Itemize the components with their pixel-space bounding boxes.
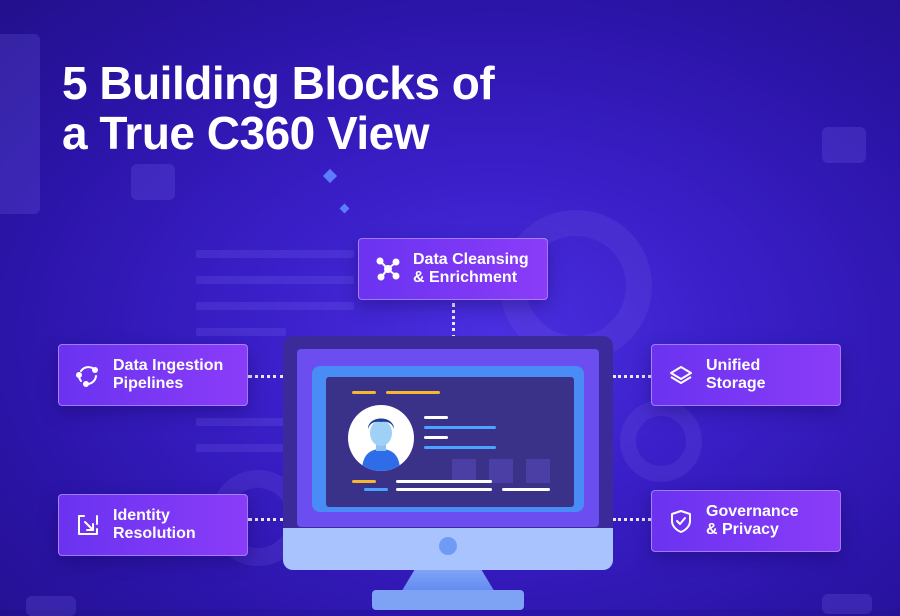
connector-left-top — [248, 375, 284, 378]
network-nodes-icon — [375, 256, 401, 282]
avatar — [348, 405, 414, 471]
decor-line — [196, 444, 286, 452]
title-line-1: 5 Building Blocks of — [62, 57, 495, 109]
page-title: 5 Building Blocks of a True C360 View — [62, 58, 582, 158]
decor-line — [196, 328, 286, 336]
power-button-icon — [439, 537, 457, 555]
decor-square — [822, 127, 866, 163]
card-label: Data Ingestion Pipelines — [113, 357, 224, 392]
white-bar — [424, 436, 448, 439]
white-bar — [424, 416, 448, 419]
panel-tile — [452, 459, 476, 483]
white-bar — [502, 488, 550, 491]
yellow-bar — [386, 391, 440, 394]
title-line-2: a True C360 View — [62, 107, 430, 159]
decor-line — [196, 250, 354, 258]
connector-right-top — [613, 375, 651, 378]
card-data-cleansing: Data Cleansing & Enrichment — [358, 238, 548, 300]
monitor-base — [372, 590, 524, 610]
yellow-bar — [352, 480, 376, 483]
panel-tile — [489, 459, 513, 483]
white-bar — [396, 488, 492, 491]
decor-line — [196, 418, 286, 426]
gear-icon — [620, 400, 702, 482]
blue-bar — [424, 426, 496, 429]
card-label: Governance & Privacy — [706, 503, 799, 538]
connector-left-bottom — [248, 518, 284, 521]
decor-bar-left — [0, 34, 40, 214]
blue-bar — [424, 446, 496, 449]
decor-diamond — [339, 203, 350, 214]
card-identity-resolution: Identity Resolution — [58, 494, 248, 556]
card-data-ingestion: Data Ingestion Pipelines — [58, 344, 248, 406]
decor-square — [131, 164, 175, 200]
decor-square — [26, 596, 76, 616]
shield-check-icon — [668, 508, 694, 534]
yellow-bar — [352, 391, 376, 394]
decor-diamond — [322, 168, 338, 184]
card-unified-storage: Unified Storage — [651, 344, 841, 406]
resolve-arrow-icon — [75, 512, 101, 538]
card-governance-privacy: Governance & Privacy — [651, 490, 841, 552]
white-bar — [396, 480, 492, 483]
blue-bar — [364, 488, 388, 491]
card-label: Unified Storage — [706, 357, 766, 392]
decor-line — [196, 276, 354, 284]
decor-line — [196, 302, 354, 310]
stacked-layers-icon — [668, 362, 694, 388]
connector-right-bottom — [613, 518, 651, 521]
decor-square — [822, 594, 872, 614]
card-label: Data Cleansing & Enrichment — [413, 251, 529, 286]
panel-tile — [526, 459, 550, 483]
card-label: Identity Resolution — [113, 507, 196, 542]
cycle-arrows-icon — [75, 362, 101, 388]
connector-top — [452, 303, 455, 339]
